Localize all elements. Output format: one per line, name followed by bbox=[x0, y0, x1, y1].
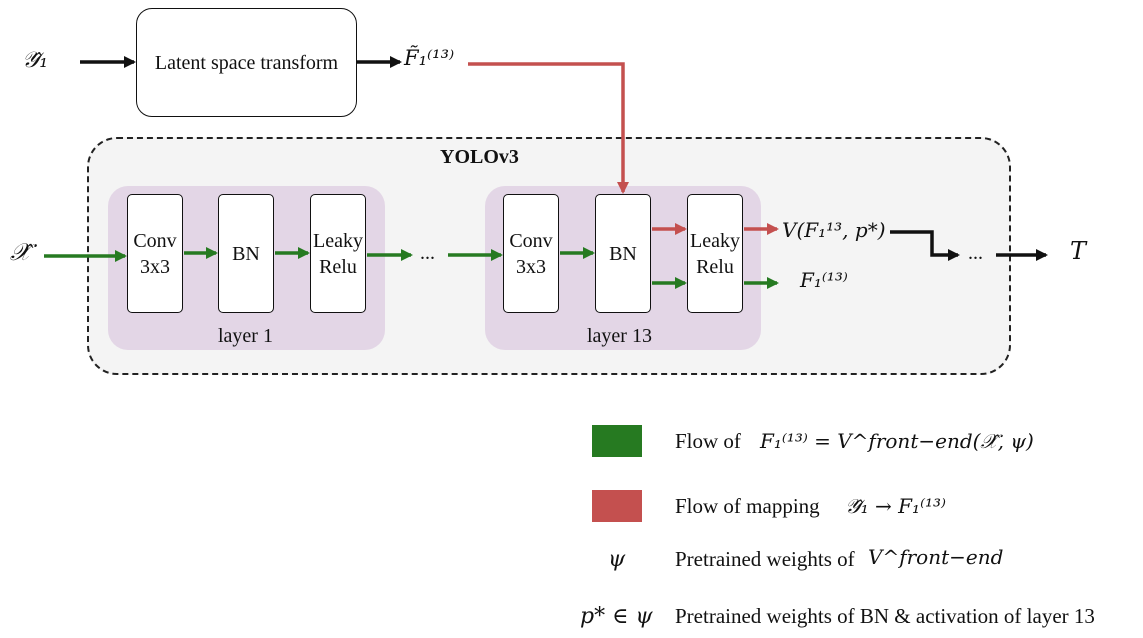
ellipsis-end: ... bbox=[968, 242, 983, 264]
t-final-output-label: T bbox=[1070, 237, 1087, 265]
v-output-label: V(F₁¹³, p*) bbox=[782, 218, 886, 242]
legend-green-formula: F₁⁽¹³⁾ = V^front−end(𝒳̂, ψ) bbox=[760, 429, 1034, 453]
legend-green-swatch bbox=[592, 425, 642, 457]
y-hat-input-label: 𝒴̂₁ bbox=[22, 48, 49, 73]
ellipsis-middle: ... bbox=[420, 242, 435, 264]
legend-red-text: Flow of mapping bbox=[675, 494, 820, 518]
legend-pstar-text: Pretrained weights of BN & activation of… bbox=[675, 604, 1095, 628]
legend-psi-symbol: ψ bbox=[608, 547, 626, 572]
legend-red-formula: 𝒴̂₁ → F₁⁽¹³⁾ bbox=[845, 494, 946, 518]
legend-psi-formula: V^front−end bbox=[868, 545, 1004, 569]
layer13-conv-block: Conv 3x3 bbox=[503, 194, 559, 313]
x-hat-input-label: 𝒳̂ bbox=[10, 238, 31, 266]
legend-pstar-symbol: p* ∈ ψ bbox=[580, 604, 653, 629]
layer13-leaky-relu-block: Leaky Relu bbox=[687, 194, 743, 313]
legend-green-text: Flow of bbox=[675, 429, 741, 453]
f-tilde-output-label: F̃₁⁽¹³⁾ bbox=[404, 46, 455, 70]
layer1-leaky-relu-block: Leaky Relu bbox=[310, 194, 366, 313]
layer1-conv-block: Conv 3x3 bbox=[127, 194, 183, 313]
layer1-bn-block: BN bbox=[218, 194, 274, 313]
yolov3-title: YOLOv3 bbox=[440, 146, 519, 168]
layer-13-label: layer 13 bbox=[587, 325, 652, 347]
legend-psi-text: Pretrained weights of bbox=[675, 547, 855, 571]
layer-1-label: layer 1 bbox=[218, 325, 273, 347]
f-output-label: F₁⁽¹³⁾ bbox=[800, 268, 848, 292]
legend-red-swatch bbox=[592, 490, 642, 522]
layer13-bn-block: BN bbox=[595, 194, 651, 313]
latent-space-transform-box: Latent space transform bbox=[136, 8, 357, 117]
